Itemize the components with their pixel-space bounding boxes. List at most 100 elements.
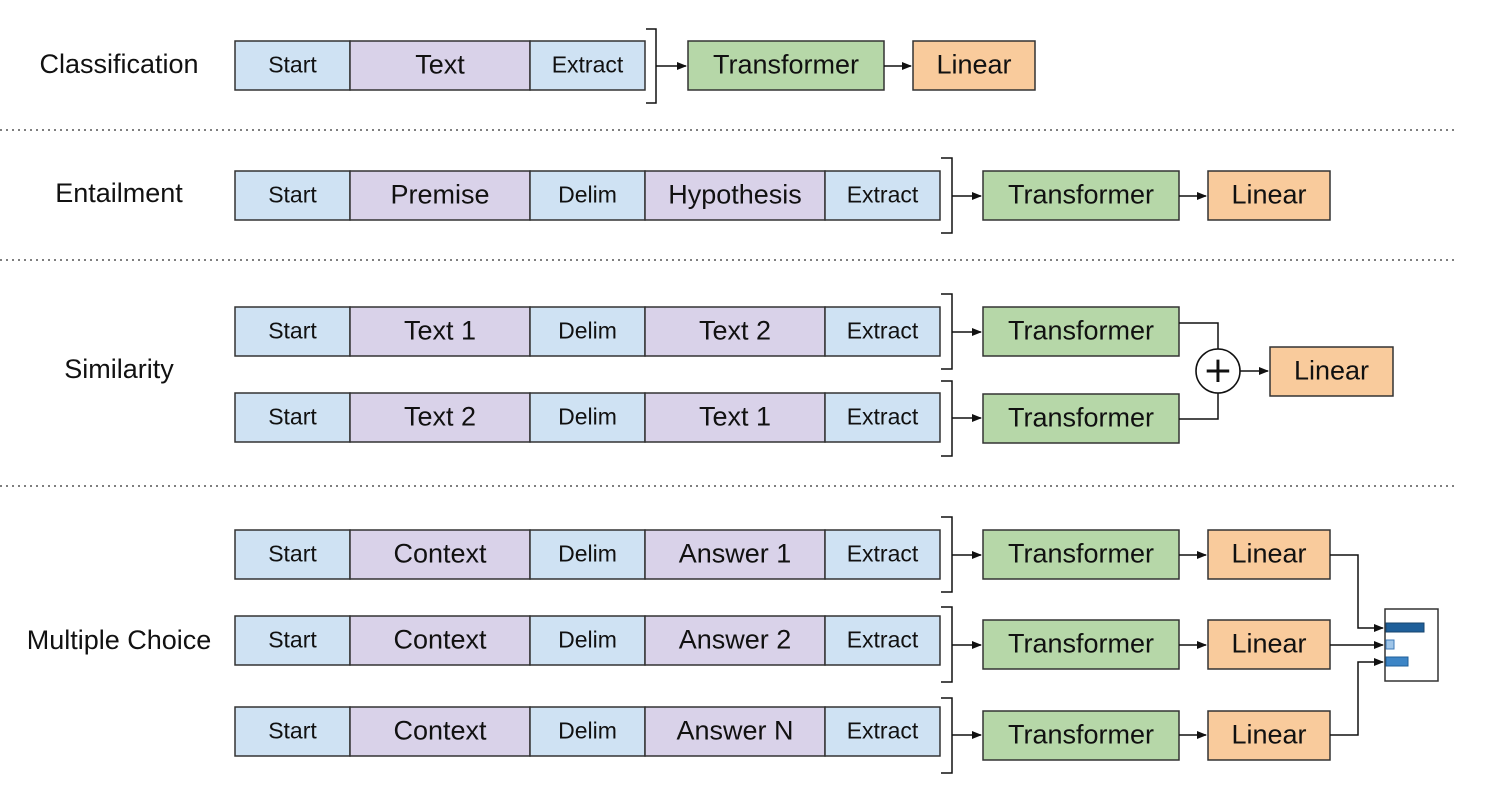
token-start <box>234 170 351 221</box>
connector <box>1330 554 1384 632</box>
token-text-2 <box>349 392 531 443</box>
token-start <box>234 40 351 91</box>
token-label: Text <box>415 50 465 80</box>
connector <box>1179 393 1219 420</box>
token-answer-1 <box>644 529 826 580</box>
token-label: Delim <box>558 718 617 744</box>
sequence-classification: Start Text Extract <box>234 40 646 91</box>
bracket <box>941 697 953 774</box>
sequence-multiple-choice-2: Start Context Delim Answer 2 Extract <box>234 615 941 666</box>
token-start <box>234 392 351 443</box>
token-text-1 <box>349 306 531 357</box>
token-label: Start <box>268 627 317 653</box>
transformer-box <box>982 306 1180 357</box>
transformer-box <box>982 619 1180 670</box>
bracket <box>646 28 657 104</box>
token-label: Start <box>268 318 317 344</box>
sequence-similarity-1: Start Text 1 Delim Text 2 Extract <box>234 306 941 357</box>
sequence-multiple-choice-1: Start Context Delim Answer 1 Extract <box>234 529 941 580</box>
token-label: Extract <box>847 318 919 344</box>
token-label: Extract <box>847 404 919 430</box>
token-label: Extract <box>847 541 919 567</box>
bracket <box>941 516 953 593</box>
task-label-similarity: Similarity <box>64 354 174 384</box>
bracket <box>941 293 953 370</box>
linear-label: Linear <box>936 50 1011 80</box>
linear-label: Linear <box>1231 720 1306 750</box>
token-start <box>234 615 351 666</box>
transformer-label: Transformer <box>1008 403 1154 433</box>
token-extract <box>824 392 941 443</box>
token-premise <box>349 170 531 221</box>
token-text-1 <box>644 392 826 443</box>
token-label: Start <box>268 718 317 744</box>
token-extract <box>824 615 941 666</box>
bracket <box>941 380 953 457</box>
token-delim <box>529 615 646 666</box>
token-label: Delim <box>558 541 617 567</box>
token-label: Delim <box>558 318 617 344</box>
sum-symbol: + <box>1203 350 1233 391</box>
transformer-box <box>982 170 1180 221</box>
token-label: Extract <box>552 52 624 78</box>
sequence-similarity-2: Start Text 2 Delim Text 1 Extract <box>234 392 941 443</box>
token-label: Delim <box>558 182 617 208</box>
transformer-box <box>982 529 1180 580</box>
token-label: Delim <box>558 404 617 430</box>
token-extract <box>529 40 646 91</box>
transformer-label: Transformer <box>1008 180 1154 210</box>
token-label: Start <box>268 541 317 567</box>
token-label: Start <box>268 52 317 78</box>
softmax-bars-icon <box>1384 608 1439 682</box>
token-label: Text 1 <box>404 316 476 346</box>
task-label-classification: Classification <box>39 49 198 79</box>
transformer-box <box>982 393 1180 444</box>
token-delim <box>529 170 646 221</box>
plus-circle-icon: + <box>1195 348 1241 394</box>
linear-box <box>1207 170 1331 221</box>
token-label: Start <box>268 182 317 208</box>
token-label: Hypothesis <box>668 180 802 210</box>
transformer-label: Transformer <box>1008 539 1154 569</box>
linear-box <box>1207 710 1331 761</box>
token-label: Text 2 <box>404 402 476 432</box>
token-start <box>234 529 351 580</box>
token-label: Extract <box>847 718 919 744</box>
token-context <box>349 529 531 580</box>
linear-label: Linear <box>1231 629 1306 659</box>
linear-box <box>1269 346 1394 397</box>
token-text <box>349 40 531 91</box>
token-delim <box>529 529 646 580</box>
token-label: Extract <box>847 182 919 208</box>
transformer-label: Transformer <box>1008 720 1154 750</box>
token-extract <box>824 306 941 357</box>
linear-label: Linear <box>1231 539 1306 569</box>
token-label: Extract <box>847 627 919 653</box>
transformer-label: Transformer <box>1008 629 1154 659</box>
token-extract <box>824 170 941 221</box>
connector <box>1179 322 1219 349</box>
transformer-label: Transformer <box>1008 316 1154 346</box>
token-answer-2 <box>644 615 826 666</box>
linear-box <box>1207 529 1331 580</box>
token-label: Start <box>268 404 317 430</box>
linear-label: Linear <box>1231 180 1306 210</box>
token-extract <box>824 529 941 580</box>
token-label: Answer N <box>676 716 793 746</box>
token-label: Answer 2 <box>679 625 792 655</box>
token-label: Answer 1 <box>679 539 792 569</box>
token-label: Text 1 <box>699 402 771 432</box>
sequence-multiple-choice-n: Start Context Delim Answer N Extract <box>234 706 941 757</box>
linear-box <box>912 40 1036 91</box>
token-hypothesis <box>644 170 826 221</box>
token-extract <box>824 706 941 757</box>
task-label-entailment: Entailment <box>55 178 183 208</box>
bracket <box>941 606 953 683</box>
token-label: Premise <box>390 180 489 210</box>
token-label: Context <box>393 625 487 655</box>
transformer-label: Transformer <box>713 50 859 80</box>
transformer-box <box>982 710 1180 761</box>
token-label: Context <box>393 539 487 569</box>
token-label: Text 2 <box>699 316 771 346</box>
